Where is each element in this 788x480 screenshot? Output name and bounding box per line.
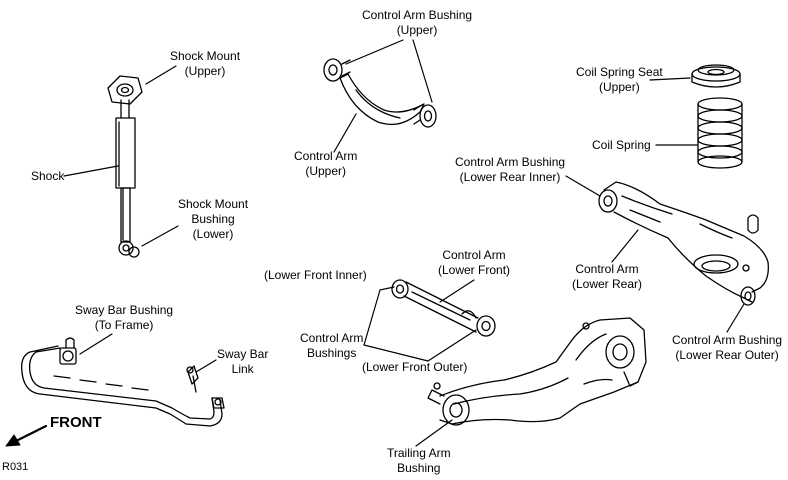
coil-spring — [697, 97, 743, 169]
label-line: Control Arm — [294, 149, 358, 163]
shock-absorber — [107, 75, 143, 258]
label-line: Control Arm Bushing — [672, 333, 783, 347]
trailing-arm — [427, 317, 647, 426]
label-line: (Lower Rear Outer) — [675, 348, 779, 362]
label-line: (Lower Rear) — [572, 277, 643, 291]
label-control-arm-lower-front: Control Arm (Lower Front) — [438, 248, 510, 278]
label-control-arm-upper: Control Arm (Upper) — [294, 149, 357, 179]
control-arm-lower-front — [391, 279, 496, 337]
label-line: Coil Spring Seat — [576, 65, 663, 79]
label-coil-spring: Coil Spring — [592, 138, 651, 153]
label-control-arm-bushing-upper: Control Arm Bushing (Upper) — [362, 8, 472, 38]
front-arrow-icon — [5, 424, 48, 447]
label-line: Bushing — [397, 461, 441, 475]
label-line: (Upper) — [184, 64, 226, 78]
label-trailing-arm-bushing: Trailing Arm Bushing — [387, 446, 451, 476]
label-line: Shock Mount — [170, 49, 241, 63]
label-line: Control Arm — [300, 331, 364, 345]
label-line: (Lower Rear Inner) — [459, 170, 561, 184]
label-shock-mount-upper: Shock Mount (Upper) — [170, 49, 240, 79]
label-line: (Upper) — [305, 164, 347, 178]
label-line: Control Arm Bushing — [455, 155, 566, 169]
label-line: (Lower) — [192, 227, 234, 241]
label-shock: Shock — [31, 169, 64, 184]
label-line: (Upper) — [396, 23, 438, 37]
label-line: Control Arm — [442, 248, 506, 262]
label-control-arm-bushing-lower-rear-outer: Control Arm Bushing (Lower Rear Outer) — [672, 333, 782, 363]
label-line: (Lower Front Inner) — [264, 268, 367, 282]
label-coil-spring-seat-upper: Coil Spring Seat (Upper) — [576, 65, 663, 95]
label-line: (Lower Front Outer) — [362, 360, 468, 374]
control-arm-lower-rear — [598, 181, 769, 306]
label-line: Trailing Arm — [387, 446, 451, 460]
label-sway-bar-bushing-to-frame: Sway Bar Bushing (To Frame) — [75, 303, 173, 333]
label-line: Shock — [31, 169, 65, 183]
label-line: Bushing — [191, 212, 235, 226]
label-line: Control Arm Bushing — [362, 8, 473, 22]
label-lower-front-outer: (Lower Front Outer) — [362, 360, 467, 375]
label-control-arm-lower-rear: Control Arm (Lower Rear) — [572, 262, 642, 292]
label-control-arm-bushing-lower-rear-inner: Control Arm Bushing (Lower Rear Inner) — [455, 155, 565, 185]
label-line: Sway Bar Bushing — [75, 303, 174, 317]
label-line: Sway Bar — [217, 347, 269, 361]
label-line: (Upper) — [599, 80, 640, 94]
label-lower-front-inner: (Lower Front Inner) — [264, 268, 367, 283]
leader-lines — [63, 39, 745, 447]
label-line: Link — [231, 362, 254, 376]
label-shock-mount-bushing-lower: Shock Mount Bushing (Lower) — [178, 197, 248, 242]
label-line: Coil Spring — [592, 138, 651, 152]
label-line: (Lower Front) — [438, 263, 511, 277]
label-line: (To Frame) — [94, 318, 154, 332]
front-label: FRONT — [50, 414, 102, 431]
label-line: Control Arm — [575, 262, 639, 276]
label-line: Bushings — [306, 346, 357, 360]
label-sway-bar-link: Sway Bar Link — [217, 347, 268, 377]
label-line: Shock Mount — [178, 197, 249, 211]
coil-spring-seat — [691, 64, 741, 88]
control-arm-upper — [323, 58, 437, 128]
label-control-arm-bushings: Control Arm Bushings — [300, 331, 363, 361]
sway-bar — [21, 337, 225, 427]
figure-code: R031 — [2, 461, 29, 473]
